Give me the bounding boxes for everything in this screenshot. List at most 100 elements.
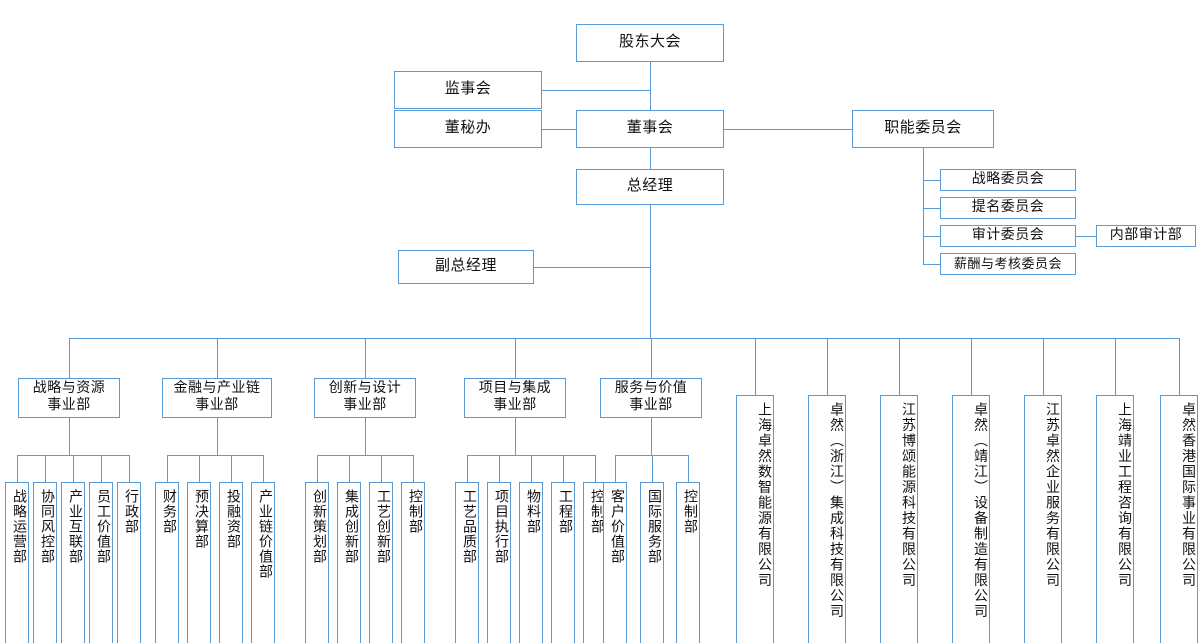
node-supervisory-board[interactable]: 监事会 [394,71,542,109]
node-subsidiary[interactable]: 上海靖业工程咨询有限公司 [1096,395,1134,643]
connector-line [69,418,70,455]
connector-line [73,455,74,482]
node-department[interactable]: 协同风控部 [33,482,57,643]
node-department[interactable]: 创新策划部 [305,482,329,643]
connector-line [688,455,689,482]
connector-line [1043,338,1044,395]
node-internal-audit-department[interactable]: 内部审计部 [1096,225,1196,247]
connector-line [317,455,413,456]
node-label: 项目执行部 [493,489,508,564]
node-label: 产业互联部 [67,489,82,564]
connector-line [231,455,232,482]
connector-line [45,455,46,482]
connector-line [652,455,653,482]
node-department[interactable]: 控制部 [401,482,425,643]
node-committee-remuneration[interactable]: 薪酬与考核委员会 [940,253,1076,275]
node-committee-nomination[interactable]: 提名委员会 [940,197,1076,219]
node-department[interactable]: 集成创新部 [337,482,361,643]
node-label: 职能委员会 [884,120,962,137]
node-general-manager[interactable]: 总经理 [576,169,724,205]
node-department[interactable]: 工艺品质部 [455,482,479,643]
node-deputy-general-manager[interactable]: 副总经理 [398,250,534,284]
node-department[interactable]: 财务部 [155,482,179,643]
node-department[interactable]: 投融资部 [219,482,243,643]
node-subsidiary[interactable]: 江苏卓然企业服务有限公司 [1024,395,1062,643]
node-shareholders-meeting[interactable]: 股东大会 [576,24,724,62]
node-label-line2: 事业部 [343,398,387,413]
connector-line [199,455,200,482]
node-committee-audit[interactable]: 审计委员会 [940,225,1076,247]
node-label: 江苏卓然企业服务有限公司 [1044,402,1059,588]
node-label: 行政部 [123,489,138,534]
node-label: 股东大会 [618,34,681,51]
node-division-5[interactable]: 服务与价值 事业部 [600,378,702,418]
node-department[interactable]: 产业互联部 [61,482,85,643]
node-label: 上海卓然数智能源有限公司 [756,402,771,588]
node-subsidiary[interactable]: 上海卓然数智能源有限公司 [736,395,774,643]
node-department[interactable]: 物料部 [519,482,543,643]
node-label: 提名委员会 [971,199,1045,215]
connector-line [923,264,941,265]
node-label: 上海靖业工程咨询有限公司 [1116,402,1131,588]
connector-line [515,418,516,455]
node-label: 员工价值部 [95,489,110,564]
connector-line [467,455,468,482]
connector-line [381,455,382,482]
node-label: 物料部 [525,489,540,534]
node-department[interactable]: 员工价值部 [89,482,113,643]
node-functional-committee[interactable]: 职能委员会 [852,110,994,148]
node-board-of-directors[interactable]: 董事会 [576,110,724,148]
connector-line [971,338,972,395]
node-label: 客户价值部 [609,489,624,564]
connector-line [615,455,616,482]
connector-line [651,418,652,455]
node-department[interactable]: 产业链价值部 [251,482,275,643]
connector-line [365,418,366,455]
connector-line [349,455,350,482]
node-subsidiary[interactable]: 卓然（浙江）集成科技有限公司 [808,395,846,643]
connector-line [1115,338,1116,395]
node-subsidiary[interactable]: 卓然香港国际事业有限公司 [1160,395,1198,643]
node-department[interactable]: 项目执行部 [487,482,511,643]
connector-line [217,418,218,455]
node-division-3[interactable]: 创新与设计 事业部 [314,378,416,418]
node-label: 投融资部 [225,489,240,549]
connector-line [217,338,218,378]
node-department[interactable]: 客户价值部 [603,482,627,643]
node-department[interactable]: 工艺创新部 [369,482,393,643]
node-committee-strategy[interactable]: 战略委员会 [940,169,1076,191]
node-division-4[interactable]: 项目与集成 事业部 [464,378,566,418]
node-department[interactable]: 战略运营部 [5,482,29,643]
connector-line [899,338,900,395]
node-division-1[interactable]: 战略与资源 事业部 [18,378,120,418]
connector-line [317,455,318,482]
connector-line [1076,236,1097,237]
trunk-line [69,338,1179,339]
node-label: 监事会 [444,81,492,98]
connector-line [724,129,853,130]
node-subsidiary[interactable]: 卓然（靖江）设备制造有限公司 [952,395,990,643]
node-department[interactable]: 国际服务部 [640,482,664,643]
connector-line [923,208,941,209]
node-division-2[interactable]: 金融与产业链 事业部 [162,378,272,418]
node-department[interactable]: 工程部 [551,482,575,643]
node-board-secretary-office[interactable]: 董秘办 [394,110,542,148]
node-department[interactable]: 预决算部 [187,482,211,643]
node-subsidiary[interactable]: 江苏博颂能源科技有限公司 [880,395,918,643]
connector-line [542,90,651,91]
node-label-line1: 创新与设计 [328,381,402,397]
connector-line [651,338,652,378]
connector-line [499,455,500,482]
node-label: 审计委员会 [971,227,1045,243]
connector-line [650,205,651,339]
node-label-line1: 金融与产业链 [173,381,261,397]
node-department[interactable]: 行政部 [117,482,141,643]
connector-line [827,338,828,395]
connector-line [542,129,577,130]
node-label: 总经理 [626,178,674,195]
connector-line [615,455,688,456]
node-department[interactable]: 控制部 [676,482,700,643]
node-label: 财务部 [161,489,176,534]
node-label: 工艺创新部 [375,489,390,564]
connector-line [923,148,924,265]
